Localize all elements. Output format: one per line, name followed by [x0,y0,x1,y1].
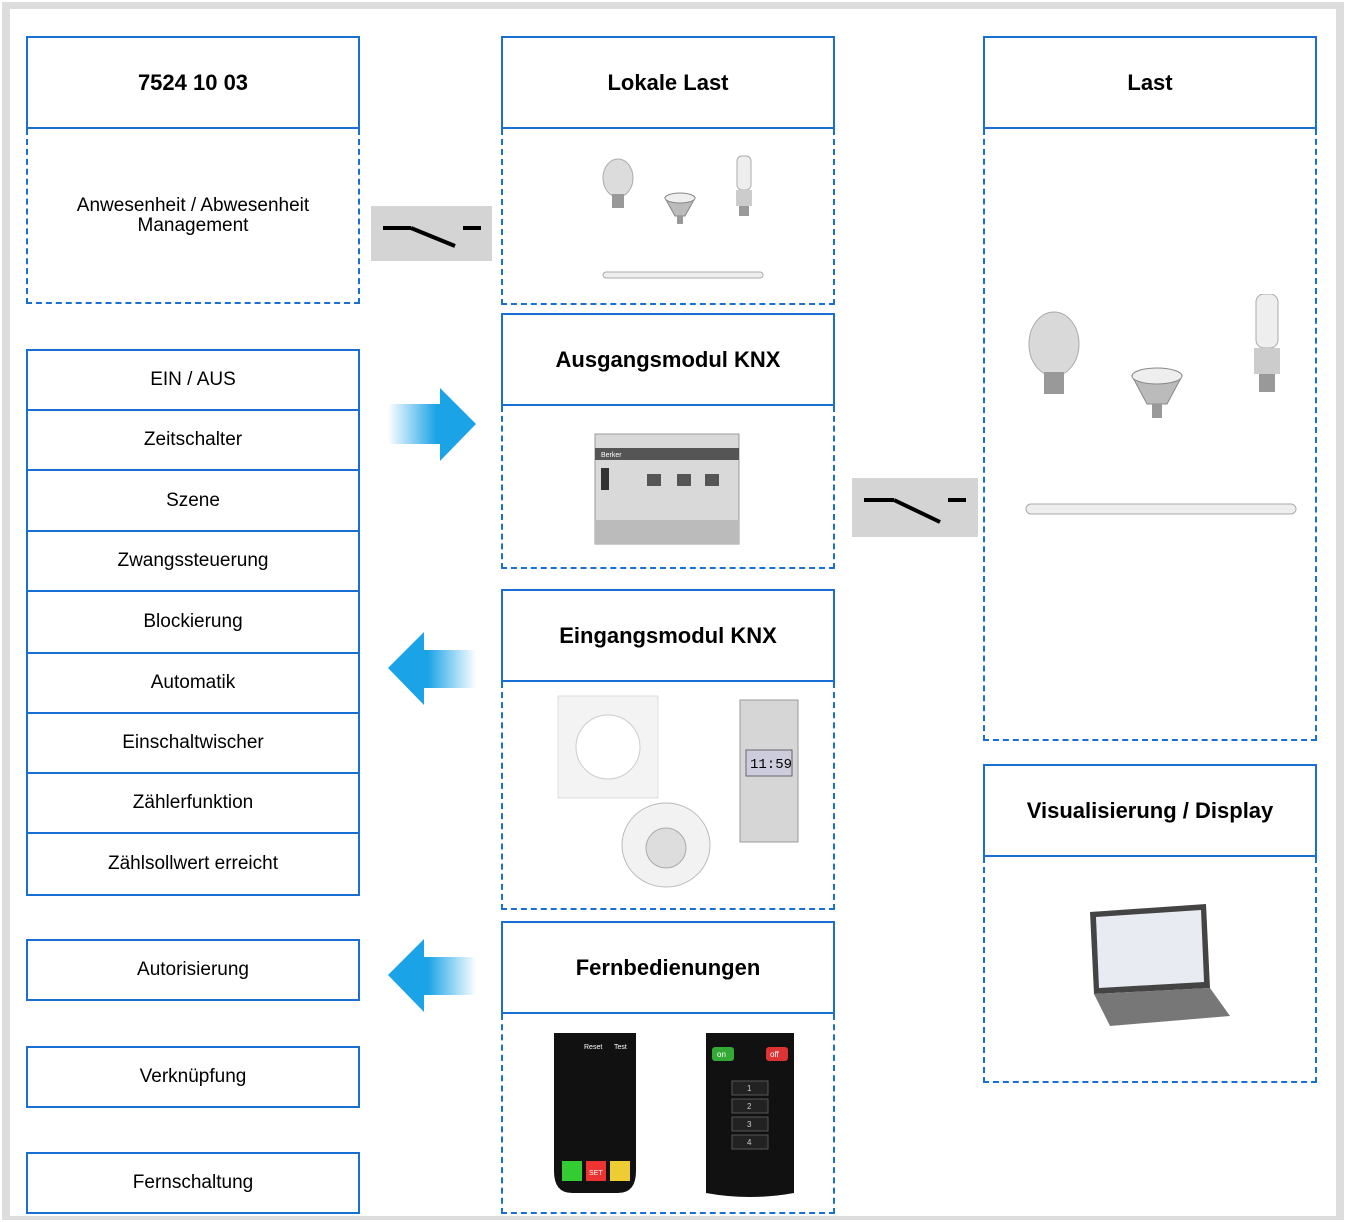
function-count-setpoint: Zählsollwert erreicht [26,832,360,896]
remote-reset-label: Reset [584,1044,602,1051]
function-on-off: EIN / AUS [26,349,360,411]
function-link: Verknüpfung [26,1046,360,1108]
function-forced-control: Zwangssteuerung [26,530,360,592]
arrow-left-icon [388,632,476,705]
actuator-brand: Berker [601,452,622,459]
local-load-title: Lokale Last [501,36,835,129]
actuator-icon: Berker [594,433,740,545]
halogen-icon [664,192,696,224]
tube-icon [1025,503,1297,515]
device-text-line1: Anwesenheit / Abwesenheit [76,194,310,216]
bulb-icon [602,158,634,208]
remote-button-4: 4 [747,1138,752,1147]
function-pulse: Einschaltwischer [26,712,360,774]
display-title: Visualisierung / Display [983,764,1317,857]
remote-on-label: on [717,1050,726,1059]
function-blocking: Blockierung [26,590,360,654]
function-remote-switching: Fernschaltung [26,1152,360,1214]
input-devices: 11:59 [557,695,799,888]
timer-icon: 11:59 [739,699,799,843]
remotes-box: Reset Test SET on off 1 2 3 4 [501,1014,835,1214]
remotes-title: Fernbedienungen [501,921,835,1014]
remote-test-label: Test [614,1044,627,1051]
timer-display: 11:59 [750,757,792,773]
load-images [602,155,764,279]
device-title: 7524 10 03 [26,36,360,129]
cfl-icon [1254,294,1280,392]
remote-off-label: off [770,1050,780,1059]
output-module-box: Berker [501,406,835,569]
push-button-icon [557,695,659,799]
load-title: Last [983,36,1317,129]
function-automatic: Automatik [26,652,360,714]
local-load-box [501,129,835,305]
output-module-title: Ausgangsmodul KNX [501,313,835,406]
display-box [983,857,1317,1083]
bulb-icon [1028,311,1080,394]
arrow-right-icon [388,388,476,461]
function-authorisation: Autorisierung [26,939,360,1001]
switch-icon [371,206,492,261]
input-module-box: 11:59 [501,682,835,910]
remote-button-1: 1 [747,1084,752,1093]
load-images-large [1025,294,1297,515]
remote-icon: Reset Test SET on off 1 2 3 4 [554,1032,794,1197]
halogen-icon [1131,367,1183,418]
device-text-line2: Management [137,214,249,236]
function-timer: Zeitschalter [26,409,360,471]
motion-sensor-icon [621,802,711,888]
function-scene: Szene [26,469,360,532]
load-box [983,129,1317,741]
laptop-icon [1090,904,1230,1026]
input-module-title: Eingangsmodul KNX [501,589,835,682]
function-counter: Zählerfunktion [26,772,360,834]
arrow-left-icon [388,939,476,1012]
remote-set-label: SET [589,1170,603,1177]
remote-button-2: 2 [747,1102,752,1111]
remote-button-3: 3 [747,1120,752,1129]
cfl-icon [736,155,752,216]
switch-icon [852,478,978,537]
tube-icon [602,271,764,279]
